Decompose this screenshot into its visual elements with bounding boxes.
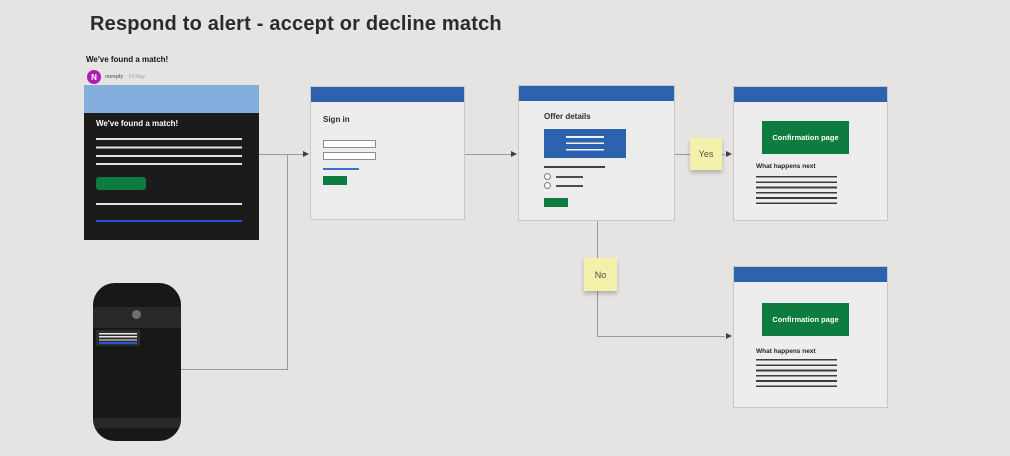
- link-line-placeholder: [99, 342, 137, 344]
- arrowhead-into-signin: [303, 151, 309, 157]
- email-heading: We've found a match!: [96, 119, 179, 128]
- email-subject-label: We've found a match!: [86, 55, 169, 64]
- signin-wireframe-card[interactable]: Sign in: [310, 86, 465, 220]
- arrowhead-into-offer: [511, 151, 517, 157]
- browser-header-bar: [734, 87, 887, 102]
- confirmation-decline-wireframe-card[interactable]: Confirmation page What happens next: [733, 266, 888, 408]
- offer-heading: Offer details: [544, 112, 591, 121]
- submit-button-placeholder: [544, 198, 568, 207]
- text-lines-placeholder: [96, 138, 242, 166]
- phone-mockup[interactable]: [93, 283, 181, 441]
- browser-header-bar: [734, 267, 887, 282]
- radio-label-placeholder: [556, 184, 583, 187]
- confirmation-accept-wireframe-card[interactable]: Confirmation page What happens next: [733, 86, 888, 221]
- link-line-placeholder: [323, 168, 359, 170]
- connector-email-to-signin: [259, 154, 304, 155]
- offer-summary-box: [544, 129, 626, 158]
- email-cta-button-placeholder: [96, 177, 146, 190]
- page-title: Respond to alert - accept or decline mat…: [90, 13, 502, 35]
- text-lines-placeholder: [756, 176, 837, 206]
- text-lines-placeholder: [99, 332, 137, 342]
- confirmation-banner: Confirmation page: [762, 121, 849, 154]
- radio-icon: [544, 182, 551, 189]
- radio-label-placeholder: [556, 175, 583, 178]
- text-line-placeholder: [544, 166, 605, 168]
- connector-signin-to-offer: [465, 154, 512, 155]
- what-happens-next-heading: What happens next: [756, 163, 816, 170]
- browser-header-bar: [519, 86, 674, 101]
- signin-button-placeholder: [323, 176, 347, 185]
- confirmation-banner: Confirmation page: [762, 303, 849, 336]
- what-happens-next-heading: What happens next: [756, 348, 816, 355]
- arrowhead-into-confirm-yes: [726, 151, 732, 157]
- email-meta: noreply 24 May: [105, 74, 145, 80]
- radio-option-accept: [544, 173, 583, 180]
- browser-header-bar: [311, 87, 464, 102]
- radio-option-decline: [544, 182, 583, 189]
- phone-camera-icon: [132, 310, 141, 319]
- arrowhead-into-confirm-no: [726, 333, 732, 339]
- text-lines-placeholder: [566, 136, 604, 151]
- offer-details-wireframe-card[interactable]: Offer details: [518, 85, 675, 221]
- phone-bottom-band: [93, 418, 181, 428]
- connector-phone-horizontal: [181, 369, 288, 370]
- link-line-placeholder: [96, 220, 242, 222]
- email-banner: [84, 85, 259, 113]
- email-sender: noreply: [105, 74, 124, 80]
- phone-notification-card: [96, 330, 140, 346]
- connector-no-to-confirm: [597, 336, 725, 337]
- sticky-note-yes[interactable]: Yes: [690, 138, 722, 170]
- sticky-note-no[interactable]: No: [584, 258, 617, 291]
- email-wireframe-card[interactable]: We've found a match!: [84, 85, 259, 240]
- text-line-placeholder: [96, 203, 242, 205]
- sender-avatar: N: [87, 70, 101, 84]
- password-field-placeholder: [323, 152, 376, 160]
- connector-phone-vertical: [287, 155, 288, 370]
- text-lines-placeholder: [756, 359, 837, 391]
- signin-heading: Sign in: [323, 115, 350, 124]
- radio-icon: [544, 173, 551, 180]
- username-field-placeholder: [323, 140, 376, 148]
- email-date: 24 May: [128, 74, 145, 80]
